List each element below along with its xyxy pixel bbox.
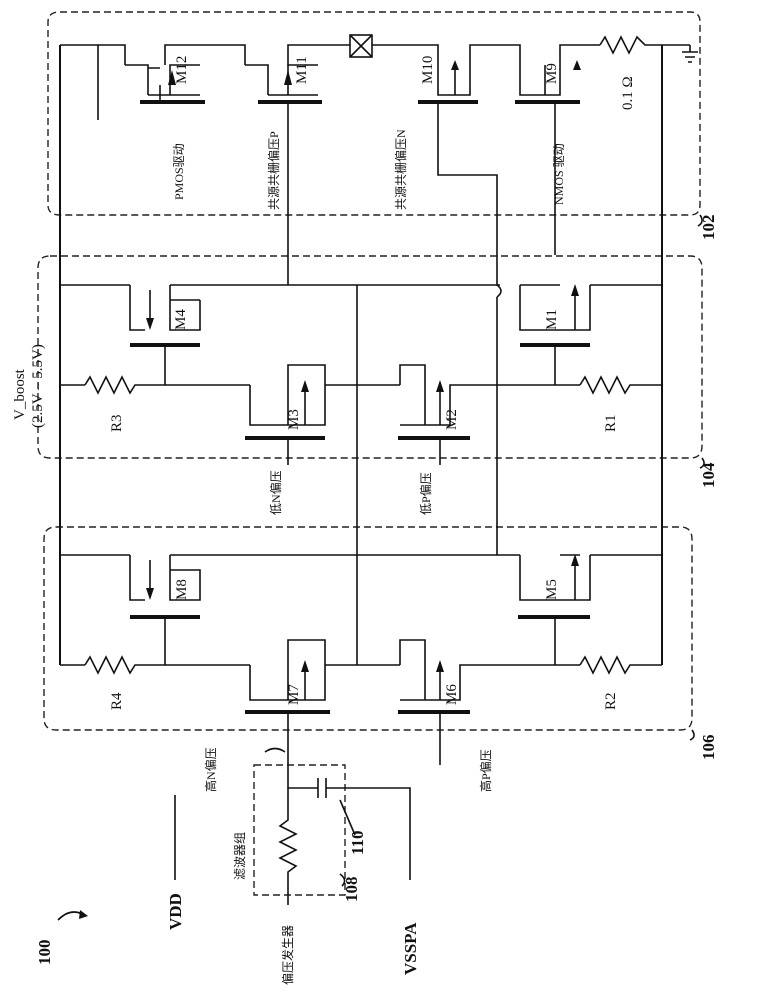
transistor-M2: M2 bbox=[398, 364, 480, 440]
block-102-outline bbox=[47, 11, 701, 216]
label-bias-generator: 偏压发生器 bbox=[280, 925, 295, 985]
transistor-M5: M5 bbox=[518, 554, 591, 619]
label-high-p-bias: 高P偏压 bbox=[478, 749, 493, 792]
label-R3: R3 bbox=[109, 414, 125, 432]
transistor-M10: M10 bbox=[418, 56, 478, 104]
transistor-M4: M4 bbox=[129, 285, 201, 347]
net-cascode-n bbox=[437, 100, 498, 555]
ref-110: 110 bbox=[348, 830, 367, 855]
label-M4: M4 bbox=[173, 309, 189, 330]
label-R4: R4 bbox=[109, 692, 125, 710]
transistor-M11: M11 bbox=[245, 56, 322, 104]
transistor-M9: M9 bbox=[515, 60, 581, 104]
filter-capacitor bbox=[317, 778, 411, 880]
block-108-outline bbox=[253, 764, 346, 896]
label-M6: M6 bbox=[444, 684, 460, 705]
ref-100: 100 bbox=[35, 940, 54, 966]
block-104: M4 M1 M3 M2 bbox=[60, 284, 718, 515]
label-M11: M11 bbox=[294, 56, 310, 84]
label-high-n-bias: 高N偏压 bbox=[203, 747, 218, 792]
resistor-R1 bbox=[579, 375, 662, 395]
resistor-R4 bbox=[84, 617, 166, 675]
label-R1: R1 bbox=[603, 414, 619, 432]
ground-symbol bbox=[682, 45, 698, 63]
label-nmos-drive: NMOS 驱动 bbox=[552, 143, 566, 205]
label-M8: M8 bbox=[174, 579, 190, 600]
resistor-0p1 bbox=[599, 35, 690, 55]
filter-area bbox=[174, 712, 441, 905]
vboost-line2: (2.5V – 5.5V) bbox=[30, 344, 46, 428]
block-106-outline bbox=[43, 526, 693, 731]
label-M5: M5 bbox=[544, 579, 560, 600]
transistor-M1: M1 bbox=[519, 284, 591, 347]
label-vdd: VDD bbox=[166, 893, 185, 930]
label-filter-bank: 滤波器组 bbox=[233, 832, 247, 880]
label-low-n-bias: 低N偏压 bbox=[268, 470, 283, 515]
ref-102: 102 bbox=[699, 215, 718, 241]
label-M1: M1 bbox=[544, 309, 560, 330]
label-M9: M9 bbox=[544, 63, 560, 84]
transistor-M12: M12 bbox=[125, 56, 205, 104]
ref-106: 106 bbox=[699, 735, 718, 761]
filter-resistor bbox=[278, 788, 298, 905]
ref-108: 108 bbox=[342, 877, 361, 903]
label-resistor-0p1: 0.1 Ω bbox=[620, 76, 636, 110]
resistor-R2 bbox=[579, 655, 662, 675]
net-crossover bbox=[496, 284, 502, 298]
label-M3: M3 bbox=[286, 409, 302, 430]
label-vsspa: VSSPA bbox=[401, 922, 420, 975]
ref-104: 104 bbox=[699, 462, 718, 488]
transistor-M3: M3 bbox=[245, 364, 326, 440]
resistor-R3 bbox=[84, 345, 166, 395]
label-low-p-bias: 低P偏压 bbox=[418, 472, 433, 515]
label-cascode-n: 共源共栅偏压N bbox=[393, 129, 408, 210]
transistor-M7: M7 bbox=[245, 639, 330, 714]
label-pmos-drive: PMOS驱动 bbox=[172, 143, 186, 200]
label-R2: R2 bbox=[603, 692, 619, 710]
label-M2: M2 bbox=[444, 409, 460, 430]
block-102: M12 M11 M10 M9 0.1 Ω PMOS驱动 共源共栅偏压P 共源共栅… bbox=[60, 34, 718, 241]
transistor-M6: M6 bbox=[398, 639, 480, 714]
label-M10: M10 bbox=[420, 56, 436, 84]
label-M12: M12 bbox=[174, 56, 190, 84]
label-M7: M7 bbox=[286, 684, 302, 705]
transistor-M8: M8 bbox=[129, 555, 201, 619]
block-104-outline bbox=[37, 255, 703, 459]
block-106: M8 M5 M7 M6 bbox=[60, 554, 718, 760]
label-cascode-p: 共源共栅偏压P bbox=[266, 131, 281, 210]
vboost-line1: V_boost bbox=[12, 368, 28, 420]
